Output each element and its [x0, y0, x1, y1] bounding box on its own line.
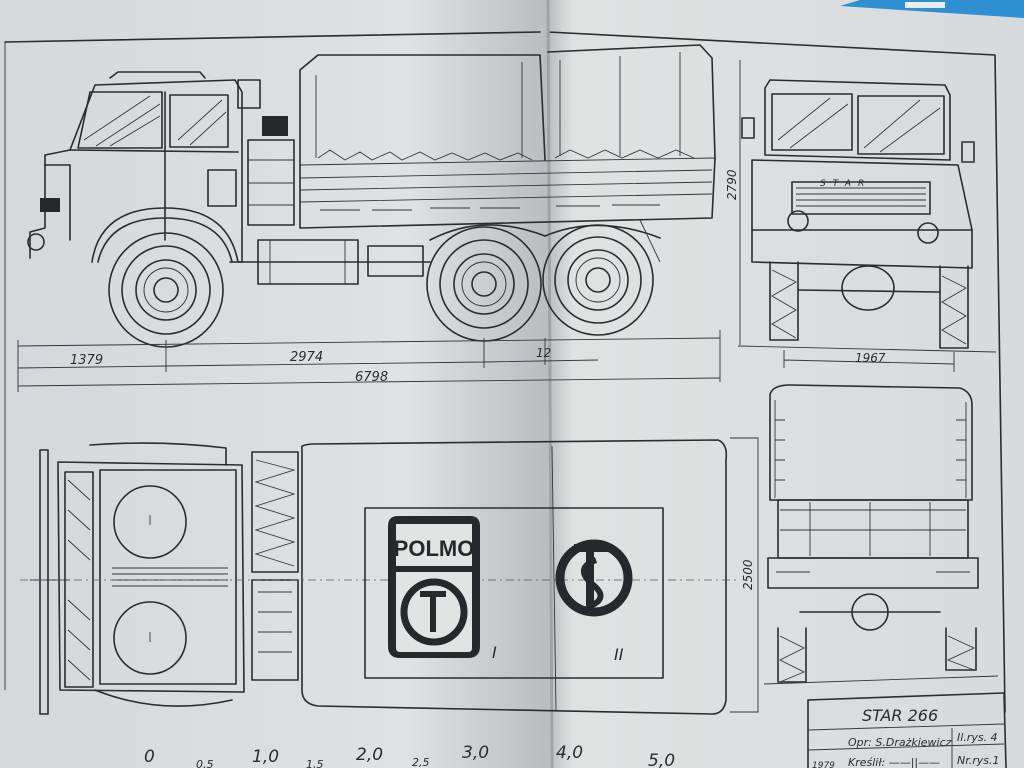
scale-bar: 0 0,5 1,0 1,5 2,0 2,5 3,0 4,0 5,0: [144, 743, 675, 768]
dim-overall-length: 6798: [355, 370, 388, 385]
truck-top-view: [20, 439, 740, 715]
scale-label-0-5: 0,5: [196, 758, 214, 768]
star-logo: II: [555, 539, 633, 664]
front-dimension-lines: 2790 1967: [725, 60, 955, 372]
side-dimension-lines: 1379 2974 12 6798: [17, 330, 721, 392]
dim-track-width: 1967: [855, 351, 886, 365]
scale-label-2-0: 2,0: [356, 745, 383, 765]
polmo-logo: POLMO I: [388, 516, 497, 662]
truck-front-view: S T A R: [737, 79, 997, 353]
truck-side-view: [17, 44, 721, 348]
scale-label-1-0: 1,0: [252, 747, 279, 767]
scale-label-3-0: 3,0: [462, 743, 489, 763]
scale-label-1-5: 1,5: [306, 758, 324, 768]
logo-caption-ii: II: [614, 645, 624, 664]
title-block-sheet: Il.rys. 4: [957, 731, 998, 744]
scale-label-0: 0: [144, 747, 155, 767]
logo-caption-i: I: [492, 643, 497, 662]
side-front-wheel: [108, 232, 224, 348]
title-block-number: Nr.rys.1: [957, 754, 1000, 767]
scale-label-2-5: 2,5: [412, 756, 430, 768]
title-block-draftsman: Kreślił: ——||——: [848, 756, 940, 768]
truck-rear-view: [763, 384, 999, 685]
dim-width: 2500: [741, 559, 755, 590]
polmo-logo-text: POLMO: [394, 536, 475, 561]
dim-height: 2790: [725, 169, 739, 200]
title-block-name: STAR 266: [862, 706, 938, 725]
side-rear-wheel: [542, 224, 654, 336]
top-dimension-lines: 2500: [730, 437, 759, 713]
dim-front-overhang: 1379: [70, 353, 103, 368]
side-middle-wheel: [426, 226, 542, 342]
title-block-author: Opr: S.Drażkiewicz: [848, 736, 952, 749]
scale-label-4-0: 4,0: [556, 743, 583, 763]
title-block: STAR 266 Opr: S.Drażkiewicz Il.rys. 4 Kr…: [807, 692, 1007, 768]
dim-wheelbase: 2974: [290, 350, 323, 365]
page-frame: [4, 0, 1006, 768]
corner-accent: [840, 0, 1024, 18]
dim-axle-spacing: 12: [536, 346, 551, 360]
title-block-year: 1979: [812, 761, 835, 768]
grille-star-text: S T A R: [820, 179, 866, 189]
scale-label-5-0: 5,0: [648, 751, 675, 768]
